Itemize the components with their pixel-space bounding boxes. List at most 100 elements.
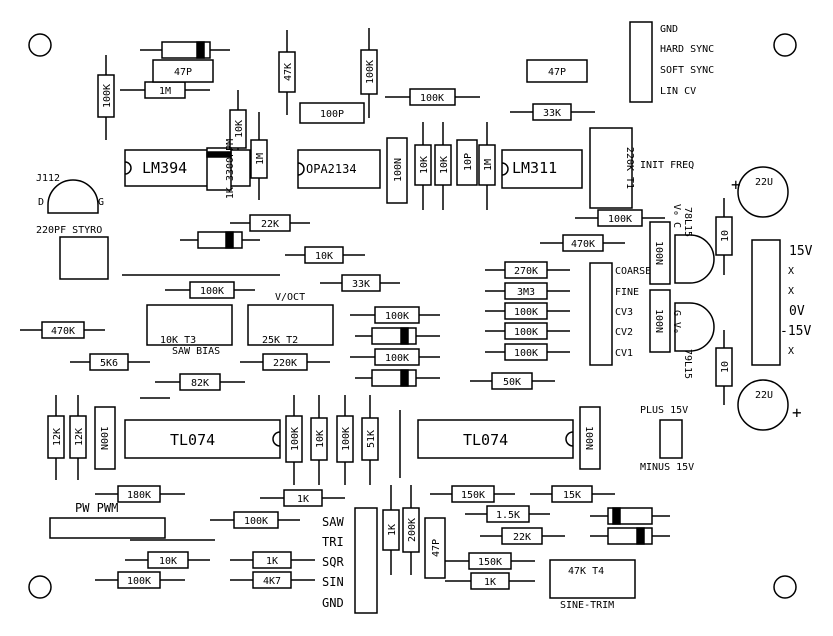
- mounting-hole: [28, 33, 52, 57]
- svg-text:47P: 47P: [431, 539, 442, 557]
- diode: [355, 369, 440, 387]
- svg-text:100K: 100K: [420, 93, 444, 104]
- svg-text:150K: 150K: [478, 557, 502, 568]
- pin-label-hard-sync: HARD SYNC: [660, 44, 714, 55]
- resistor-4k7: 4K7: [230, 571, 315, 589]
- svg-text:10: 10: [720, 361, 731, 373]
- svg-text:LM394: LM394: [142, 159, 187, 177]
- svg-text:47P: 47P: [548, 67, 566, 78]
- svg-text:10K: 10K: [315, 430, 326, 448]
- resistor-33k-mid: 33K: [320, 274, 400, 292]
- svg-text:1M: 1M: [483, 159, 494, 171]
- svg-text:TL074: TL074: [170, 431, 215, 449]
- pw-pwm-connector: [49, 517, 166, 539]
- svg-text:100K: 100K: [365, 60, 376, 84]
- reg-bot-pins-label: G V₀: [671, 310, 682, 334]
- pin-label-saw: SAW: [322, 515, 344, 529]
- resistor-100k-cv1: 100K: [485, 343, 570, 361]
- svg-text:200K: 200K: [407, 518, 418, 542]
- resistor-1k5: 1.5K: [465, 505, 550, 523]
- resistor-12k-a: 12K: [47, 395, 65, 480]
- capacitor-47p-top: 47P: [152, 59, 214, 83]
- resistor-10k-v-c: 10K: [310, 395, 328, 485]
- capacitor-100p: 100P: [299, 102, 365, 124]
- trimmer-t4: 47K T4: [549, 559, 636, 599]
- header-power-connector: [751, 239, 781, 366]
- diode: [180, 231, 260, 249]
- header-cv-connector: [589, 262, 613, 366]
- plus-sign: +: [731, 175, 741, 194]
- svg-text:15K: 15K: [563, 490, 581, 501]
- styro-label: 220PF STYRO: [36, 225, 102, 236]
- svg-text:180K: 180K: [127, 490, 151, 501]
- sine-trim-label: SINE-TRIM: [560, 600, 614, 611]
- drain-label: D: [38, 197, 44, 208]
- capacitor-100n-left: 100N: [94, 406, 116, 470]
- pin-label-coarse: COARSE: [615, 266, 651, 277]
- ic-opa2134: OPA2134: [297, 149, 381, 189]
- resistor-3m3: 3M3: [485, 282, 570, 300]
- svg-text:100K: 100K: [385, 311, 409, 322]
- resistor-100k-cv3: 100K: [485, 302, 570, 320]
- svg-text:LM311: LM311: [512, 159, 557, 177]
- diode: [355, 327, 440, 345]
- svg-text:10K: 10K: [315, 251, 333, 262]
- svg-text:TL074: TL074: [463, 431, 508, 449]
- cap-top-label: 22U: [755, 177, 773, 188]
- svg-text:100K: 100K: [127, 576, 151, 587]
- svg-text:12K: 12K: [74, 428, 85, 446]
- ic-lm311: LM311: [501, 149, 583, 189]
- svg-text:1K: 1K: [387, 524, 398, 536]
- svg-text:100K: 100K: [514, 348, 538, 359]
- svg-text:100K: 100K: [385, 353, 409, 364]
- pin-label-15v: 15V: [789, 244, 813, 259]
- resistor-15k: 15K: [530, 485, 615, 503]
- pin-label-tri: TRI: [322, 535, 344, 549]
- resistor-1m-v-b: 1M: [478, 122, 496, 210]
- pin-label-minus-15v: -15V: [780, 324, 811, 339]
- svg-text:12K: 12K: [52, 428, 63, 446]
- svg-text:10K: 10K: [439, 156, 450, 174]
- trimmer-t1: 220K T1: [589, 127, 635, 209]
- resistor-100k-t1: 100K: [575, 209, 665, 227]
- header-output-connector: [354, 507, 378, 614]
- ic-tl074-left: TL074: [124, 419, 281, 459]
- svg-text:100K: 100K: [608, 214, 632, 225]
- resistor-10-bot: 10: [715, 330, 733, 405]
- plus-15v-label: PLUS 15V: [640, 405, 688, 416]
- transistor-j112: [47, 179, 99, 214]
- svg-text:33K: 33K: [543, 108, 561, 119]
- resistor-100k-v-c: 100K: [285, 395, 303, 485]
- styro-capacitor: [59, 236, 109, 280]
- svg-text:150K: 150K: [461, 490, 485, 501]
- svg-text:82K: 82K: [191, 378, 209, 389]
- cap-bot-label: 22U: [755, 390, 773, 401]
- resistor-470k-left: 470K: [20, 321, 105, 339]
- diode: [140, 41, 230, 59]
- pin-label-x: X: [788, 266, 794, 277]
- resistor-100k-v-left: 100K: [97, 55, 115, 140]
- svg-text:100K: 100K: [514, 327, 538, 338]
- diode-1k-3300ppm: [206, 147, 232, 191]
- resistor-1k-bot: 1K: [445, 572, 535, 590]
- svg-text:25K T2: 25K T2: [262, 335, 298, 346]
- capacitor-100n-opa: 100N: [386, 137, 408, 204]
- header-plus-minus-15v: [659, 419, 683, 459]
- svg-text:51K: 51K: [366, 430, 377, 448]
- resistor-1m-v: 1M: [250, 112, 268, 200]
- svg-text:270K: 270K: [514, 266, 538, 277]
- resistor-180k: 180K: [95, 485, 185, 503]
- resistor-22k: 22K: [230, 214, 310, 232]
- resistor-10k-v-a: 10K: [414, 122, 432, 210]
- resistor-100k-b: 100K: [350, 348, 440, 366]
- svg-text:100K: 100K: [514, 307, 538, 318]
- resistor-10k-mid: 10K: [285, 246, 365, 264]
- resistor-100k-cv2: 100K: [485, 322, 570, 340]
- svg-text:100N: 100N: [393, 158, 404, 182]
- svg-text:10K: 10K: [159, 556, 177, 567]
- pin-label-0v: 0V: [789, 304, 805, 319]
- resistor-10-top: 10: [715, 198, 733, 275]
- svg-text:100N: 100N: [583, 426, 594, 450]
- pin-label-cv3: CV3: [615, 307, 633, 318]
- resistor-10k-v-b: 10K: [434, 122, 452, 210]
